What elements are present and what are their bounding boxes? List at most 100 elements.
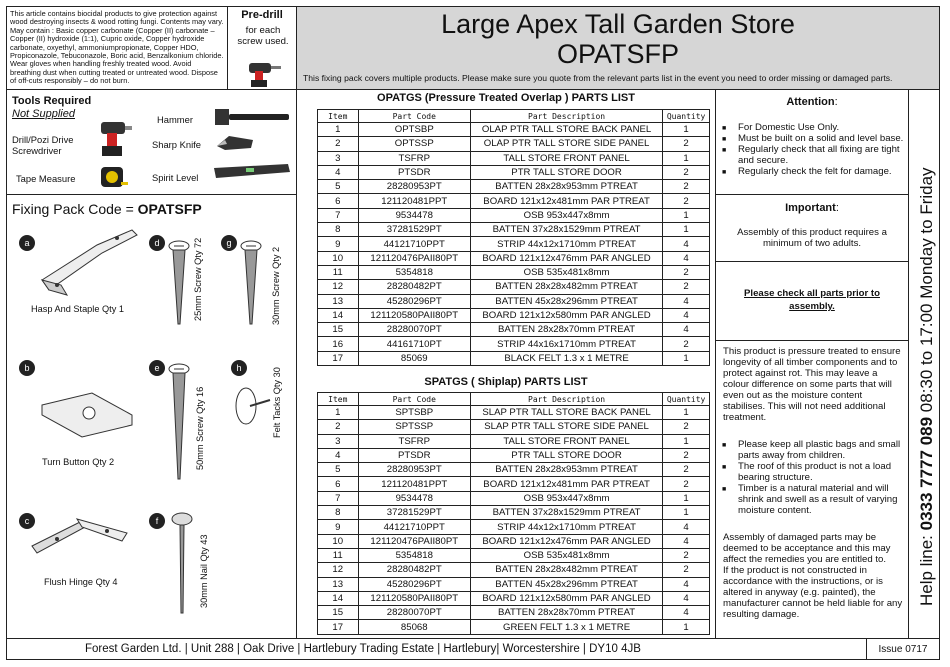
hasp-staple-icon [40,229,138,296]
item-e-label: 50mm Screw Qty 16 [195,386,205,470]
cell-item: 5 [317,179,359,195]
cell-part-description: OLAP PTR TALL STORE BACK PANEL [469,121,664,138]
fixing-panel: Fixing Pack Code = OPATSFP a Hasp And St… [6,194,297,639]
cell-item: 13 [317,576,359,592]
cell-item: 1 [317,404,359,421]
flush-hinge-icon [31,518,128,554]
item-h-badge: h [231,360,247,376]
cell-quantity: 2 [662,447,710,464]
attention-item-text: For Domestic Use Only. [738,122,840,133]
cell-part-description: BLACK FELT 1.3 x 1 METRE [469,350,664,367]
important-title: Important: [785,202,839,214]
cell-part-description: OSB 953x447x8mm [469,490,664,507]
cell-quantity: 2 [662,462,710,478]
knife-icon [217,136,253,150]
cell-item: 12 [317,562,359,578]
cell-item: 15 [317,605,359,621]
cell-part-description: PTR TALL STORE DOOR [469,447,664,464]
spirit-level-icon [214,164,290,178]
cell-part-code: 44121710PPT [357,519,471,535]
cell-part-description: BOARD 121x12x580mm PAR ANGLED [469,307,664,324]
check-parts-box: Please check all parts prior to assembly… [715,261,909,341]
info-box: This product is pressure treated to ensu… [715,340,909,639]
issue-number: Issue 0717 [878,644,928,655]
cell-part-description: TALL STORE FRONT PANEL [469,150,664,166]
safety-item: The roof of this product is not a load b… [718,461,904,483]
item-b-label: Turn Button Qty 2 [42,457,115,467]
company-address: Forest Garden Ltd. | Unit 288 | Oak Driv… [85,643,641,655]
cell-quantity: 1 [662,490,710,507]
cell-part-description: STRIP 44x12x1710mm PTREAT [469,519,664,535]
cell-item: 10 [317,250,359,266]
safety-list: Please keep all plastic bags and small p… [718,439,904,516]
item-c-badge: c [19,513,35,529]
cell-quantity: 2 [662,476,710,492]
cell-part-description: BATTEN 28x28x482mm PTREAT [469,562,664,578]
item-e-badge: e [149,360,165,376]
treatment-info: This product is pressure treated to ensu… [723,346,901,423]
cell-item: 1 [317,121,359,138]
cell-quantity: 1 [662,433,710,449]
product-title: Large Apex Tall Garden Store [441,9,795,39]
cell-quantity: 1 [662,150,710,166]
attention-item: For Domestic Use Only. [718,122,906,134]
cell-part-code: 121120580PAII80PT [357,307,471,324]
predrill-text: for each screw used. [237,25,289,47]
table-header-row: Item Part Code Part Description Quantity [317,392,710,406]
cell-item: 3 [317,433,359,449]
hammer-icon [215,109,289,125]
item-f-label: 30mm Nail Qty 43 [199,534,209,608]
helpline-text: Help line: 0333 7777 089 08:30 to 17:00 … [917,167,937,606]
cell-part-code: TSFRP [357,150,471,166]
helpline-box: Help line: 0333 7777 089 08:30 to 17:00 … [908,89,940,639]
screw-50mm-icon [168,363,190,480]
cell-part-code: PTSDR [357,447,471,464]
item-b-badge: b [19,360,35,376]
cell-item: 11 [317,547,359,564]
cell-part-code: 45280296PT [357,576,471,592]
tools-panel: Tools Required Not Supplied Drill/Pozi D… [6,89,297,195]
cell-part-description: BATTEN 37x28x1529mm PTREAT [469,505,664,521]
cell-part-code: 121120481PPT [357,476,471,492]
cell-part-description: OLAP PTR TALL STORE SIDE PANEL [469,136,664,152]
important-box: Important: Assembly of this product requ… [715,194,909,262]
cell-part-description: SLAP PTR TALL STORE SIDE PANEL [469,419,664,435]
cell-part-description: BOARD 121x12x481mm PAR PTREAT [469,193,664,209]
cell-item: 11 [317,264,359,281]
nail-30mm-icon [171,512,193,614]
check-parts-text: Please check all parts prior to assembly… [744,288,880,312]
col-header-part-description: Part Description [469,392,664,406]
cell-quantity: 4 [662,605,710,621]
cell-part-description: PTR TALL STORE DOOR [469,164,664,181]
col-header-part-code: Part Code [357,109,471,123]
product-code: OPATSFP [556,39,679,69]
fixing-title: Fixing Pack Code = OPATSFP [12,201,202,217]
cell-part-code: 9534478 [357,207,471,224]
attention-item: Regularly check that all fixing are tigh… [718,144,906,166]
item-f-badge: f [149,513,165,529]
cell-item: 8 [317,505,359,521]
cell-part-code: 44161710PT [357,336,471,352]
attention-item: Regularly check the felt for damage. [718,166,906,178]
fixing-pack-notice: This fixing pack covers multiple product… [303,73,893,83]
cell-quantity: 2 [662,164,710,181]
tools-title: Tools Required [12,95,92,107]
cell-quantity: 4 [662,236,710,252]
item-d-badge: d [149,235,165,251]
cell-part-code: 28280953PT [357,179,471,195]
